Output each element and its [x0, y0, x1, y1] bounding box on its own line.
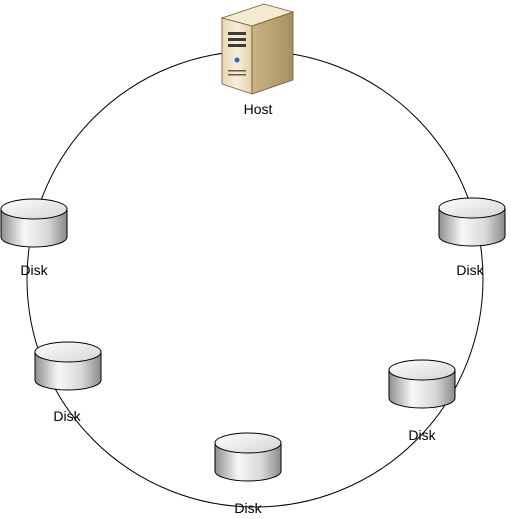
- disk-label: Disk: [408, 427, 436, 443]
- disk-label: Disk: [456, 262, 484, 278]
- server-tower-icon: [220, 3, 295, 95]
- disk-node[interactable]: [0, 198, 68, 248]
- disk-node[interactable]: [388, 359, 456, 409]
- disk-cylinder-icon: [214, 432, 282, 482]
- disk-cylinder-icon: [34, 341, 102, 391]
- disk-node[interactable]: [214, 432, 282, 482]
- disk-cylinder-icon: [0, 198, 68, 248]
- disk-label: Disk: [234, 500, 262, 516]
- host-node[interactable]: Host: [220, 3, 295, 117]
- disk-label: Disk: [53, 408, 81, 424]
- disk-node[interactable]: [34, 341, 102, 391]
- disk-node[interactable]: [438, 197, 506, 247]
- host-label: Host: [244, 101, 273, 117]
- disk-label: Disk: [20, 262, 48, 278]
- disk-cylinder-icon: [388, 359, 456, 409]
- disk-cylinder-icon: [438, 197, 506, 247]
